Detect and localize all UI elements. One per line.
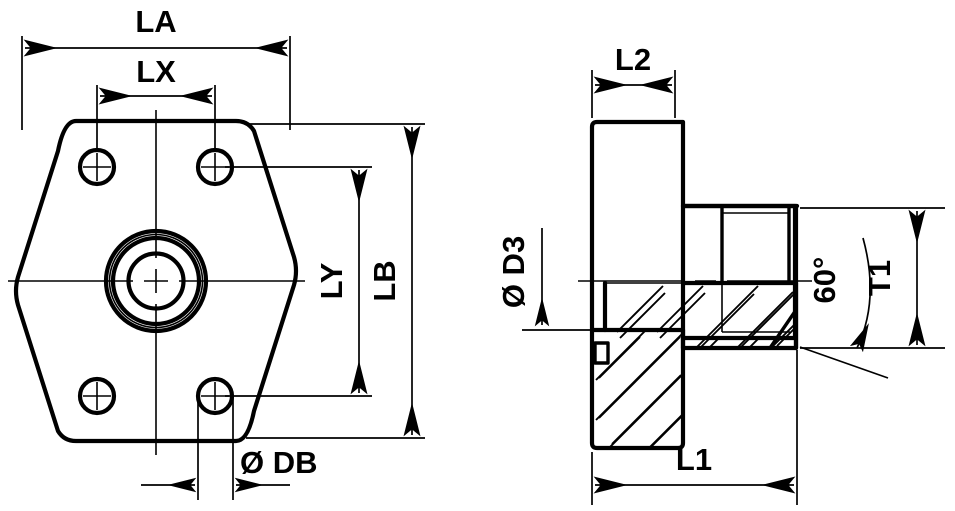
dimension-L2: L2 [591,42,676,118]
hub-section-lower-profile [680,280,799,351]
dimension-LB: LB [246,123,425,439]
front-view-group: LA LX LB LY Ø DB [8,4,425,500]
dimension-L1-label: L1 [676,442,712,477]
dimension-LY-label: LY [314,262,349,299]
bolt-hole-bottom-left [77,376,117,416]
flange-plate-profile [589,119,686,451]
dimension-L1: L1 [591,350,798,505]
annotation-60-degree: 60° [799,237,889,379]
hub-body-profile [680,203,798,341]
dimension-LX: LX [96,54,216,150]
dimension-T1: T1 [800,207,945,349]
chamfer-line-60deg [768,308,798,350]
dimension-D3-label: Ø D3 [496,236,531,308]
chamfer-leader-line [799,346,889,379]
section-view-group: L2 L1 Ø D3 T1 60° [496,42,945,505]
dimension-L2-label: L2 [615,42,651,77]
section-hatching [598,292,796,448]
dimension-DB: Ø DB [141,396,318,500]
dimension-LY: LY [225,166,372,397]
dimension-D3: Ø D3 [496,228,607,331]
dimension-LX-label: LX [136,54,176,89]
annotation-60-degree-label: 60° [807,257,842,304]
section-hatching-plate [595,285,796,447]
dimension-LA: LA [21,4,291,130]
flange-outline [13,118,299,444]
dimension-LA-label: LA [135,4,176,39]
oring-groove [593,341,610,365]
dimension-T1-label: T1 [862,260,897,296]
bolt-hole-top-left [77,147,117,187]
dimension-LB-label: LB [367,260,402,301]
dimension-DB-label: Ø DB [240,445,318,480]
